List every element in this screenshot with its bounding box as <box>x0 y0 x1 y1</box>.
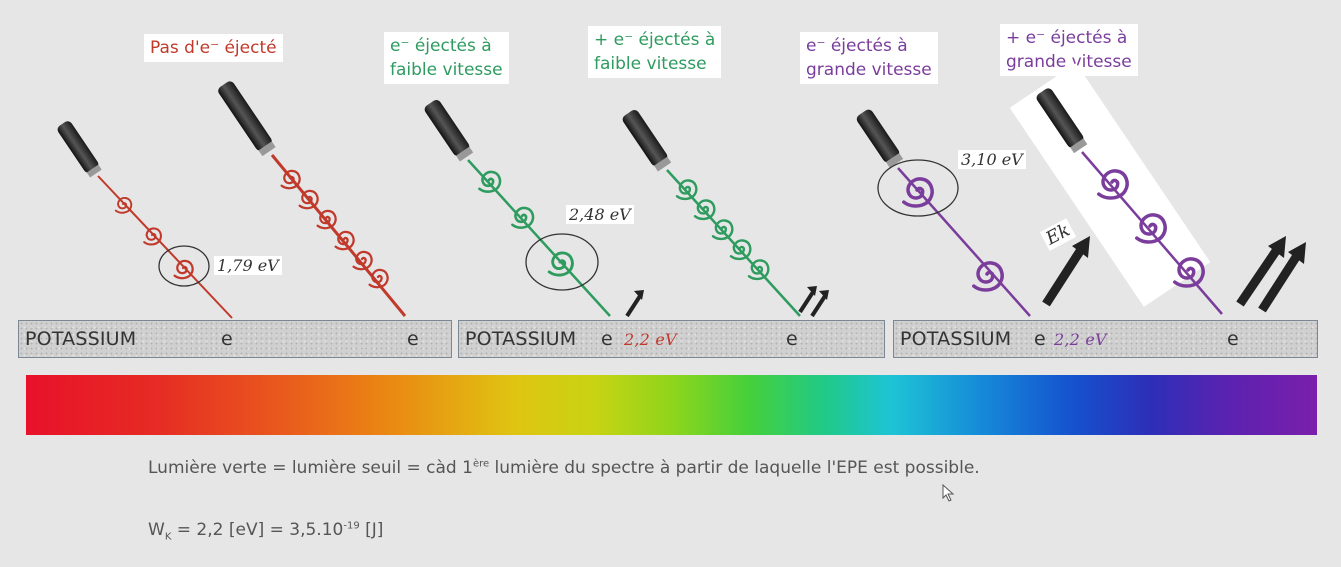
electron: e <box>221 328 233 350</box>
annotation-violet-work: 2,2 eV <box>1054 330 1107 349</box>
electron: e <box>407 328 419 350</box>
electron: e <box>601 328 613 350</box>
potassium-plate-green: POTASSIUM e 2,2 eV e <box>458 320 885 358</box>
mouse-cursor-icon <box>942 484 955 502</box>
lamp-green-2 <box>622 110 829 318</box>
plate-label: POTASSIUM <box>465 328 577 350</box>
plate-label: POTASSIUM <box>25 328 137 350</box>
color-spectrum-bar <box>26 375 1317 435</box>
annotation-violet-energy: 3,10 eV <box>958 150 1026 169</box>
annotation-red-energy: 1,79 eV <box>214 256 282 275</box>
annotation-green-energy: 2,48 eV <box>566 205 634 224</box>
label-no-electron: Pas d'e⁻ éjecté <box>144 34 283 62</box>
lamp-red-2 <box>218 81 407 317</box>
caption-threshold: Lumière verte = lumière seuil = càd 1ère… <box>148 458 980 478</box>
lamp-violet-1 <box>856 109 1090 317</box>
lamp-green-1 <box>424 100 644 318</box>
electron: e <box>1227 328 1239 350</box>
annotation-green-work: 2,2 eV <box>624 330 677 349</box>
electron: e <box>1034 328 1046 350</box>
lamp-violet-2 <box>1036 88 1306 315</box>
potassium-plate-violet: POTASSIUM e 2,2 eV e <box>893 320 1318 358</box>
caption-work-function: WK = 2,2 [eV] = 3,5.10-19 [J] <box>148 520 384 543</box>
potassium-plate-red: POTASSIUM e e <box>18 320 452 358</box>
electron: e <box>786 328 798 350</box>
lamp-red-1 <box>57 121 233 319</box>
plate-label: POTASSIUM <box>900 328 1012 350</box>
